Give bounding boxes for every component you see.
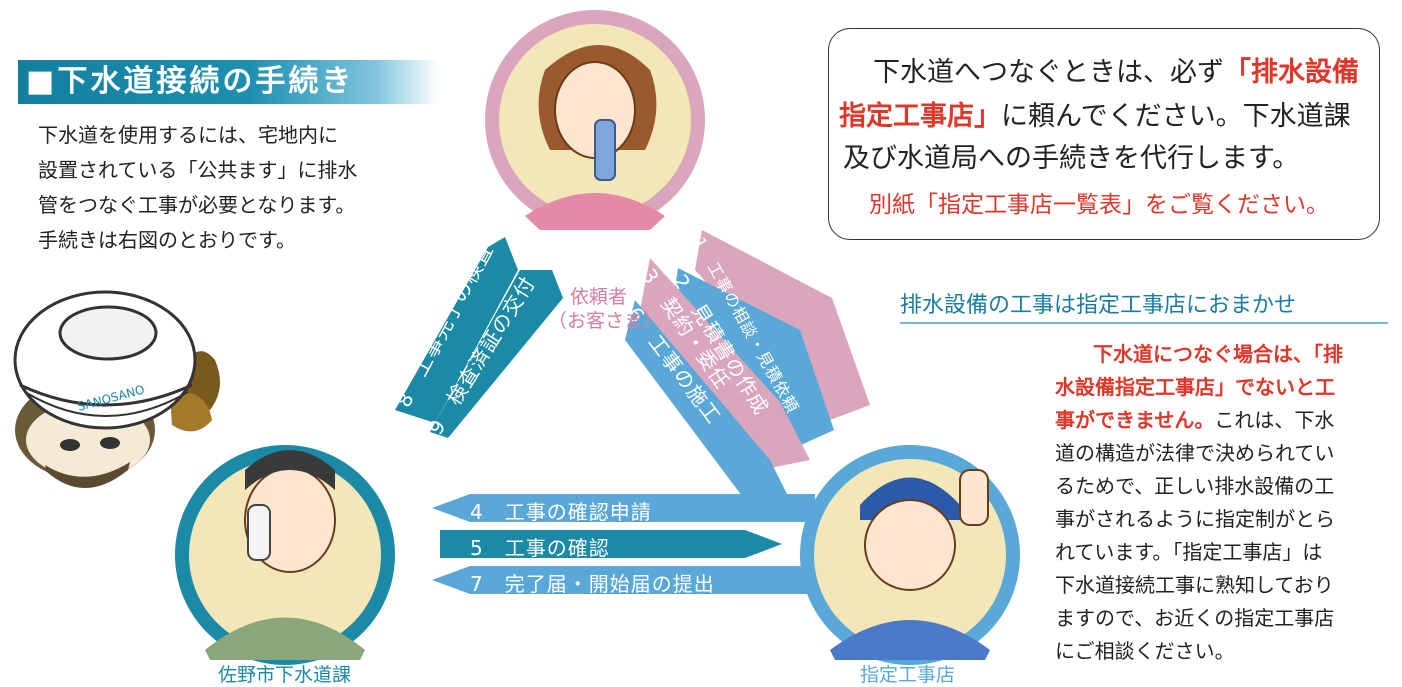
- intro-line-2: 設置されている「公共ます」に排水: [38, 158, 358, 182]
- notice-emphasis: 指定工事店」: [839, 101, 1001, 132]
- intro-line-4: 手続きは右図のとおりです。: [38, 228, 296, 252]
- arrow-step-3: [640, 258, 810, 470]
- contractor-caption: 指定工事店: [860, 664, 956, 686]
- subtitle-underline: [900, 322, 1388, 324]
- client-caption-1: 依頼者: [570, 286, 628, 308]
- step-4-label: 4 工事の確認申請: [470, 500, 652, 524]
- arrow-step-9: [430, 270, 563, 438]
- section-title: ■下水道接続の手続き: [26, 64, 355, 99]
- right-line-8: 下水道接続工事に熟知しており: [1055, 573, 1334, 597]
- right-line-7: れています。「指定工事店」は: [1055, 540, 1323, 564]
- notice-line-3: 及び水道局への手続きを代行します。: [843, 143, 1300, 174]
- arrow-step-6: [625, 300, 790, 500]
- notice-line-2: 指定工事店」に頼んでください。下水道課: [839, 97, 1351, 137]
- right-emphasis: 下水道につなぐ場合は、「排: [1093, 342, 1343, 366]
- arrow-step-8: [395, 237, 518, 423]
- intro-line-1: 下水道を使用するには、宅地内に: [38, 123, 338, 147]
- contractor-subtitle: 排水設備の工事は指定工事店におまかせ: [900, 293, 1297, 318]
- right-emphasis: 事ができません。: [1055, 408, 1215, 432]
- city-caption: 佐野市下水道課: [218, 664, 352, 686]
- notice-emphasis: 「排水設備: [1224, 57, 1359, 88]
- notice-box: 下水道へつなぐときは、必ず「排水設備 指定工事店」に頼んでください。下水道課 及…: [828, 28, 1380, 240]
- right-line-9: ますので、お近くの指定工事店: [1055, 606, 1335, 630]
- right-line-4: 道の構造が法律で決められてい: [1055, 441, 1335, 465]
- notice-line-4: 別紙「指定工事店一覧表」をご覧ください。: [869, 192, 1329, 218]
- intro-line-3: 管をつなぐ工事が必要となります。: [38, 193, 356, 217]
- city-illustration: [175, 445, 395, 665]
- section-title-bar: [18, 60, 438, 104]
- right-text: これは、下水: [1214, 408, 1335, 432]
- client-illustration: [485, 10, 705, 230]
- notice-text: 下水道へつなぐときは、必ず: [873, 57, 1224, 88]
- right-line-2: 水設備指定工事店」でないと工: [1055, 371, 1390, 404]
- notice-text: に頼んでください。下水道課: [1001, 101, 1351, 132]
- client-caption-2: （お客さま）: [548, 310, 663, 332]
- right-line-10: にご相談ください。: [1055, 639, 1235, 663]
- right-line-6: 事がされるように指定制がとら: [1055, 507, 1335, 531]
- notice-line-1: 下水道へつなぐときは、必ず「排水設備: [873, 53, 1359, 93]
- right-line-5: るためで、正しい排水設備の工: [1055, 474, 1335, 498]
- right-emphasis: 水設備指定工事店」でないと工: [1055, 375, 1335, 399]
- right-line-1: 下水道につなぐ場合は、「排: [1055, 338, 1390, 371]
- arrow-step-4: [432, 494, 815, 522]
- contractor-illustration: [800, 445, 1020, 665]
- right-line-3: 事ができません。これは、下水: [1055, 404, 1390, 437]
- arrow-step-2: [672, 268, 834, 450]
- step-5-label: 5 工事の確認: [470, 536, 610, 560]
- arrow-step-5: [440, 530, 782, 558]
- mascot-icon: [13, 290, 220, 489]
- arrow-step-7: [432, 566, 815, 594]
- step-7-label: 7 完了届・開始届の提出: [470, 572, 715, 596]
